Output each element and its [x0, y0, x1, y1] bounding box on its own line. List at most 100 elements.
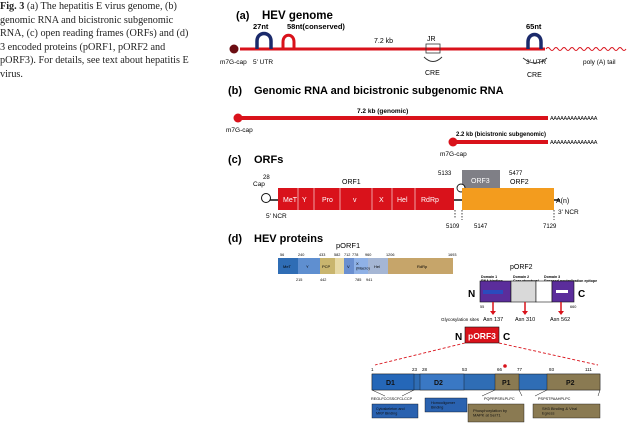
svg-text:Asn 310: Asn 310: [515, 317, 535, 323]
panel-c-letter: (c): [228, 154, 242, 166]
cap-dot: [229, 44, 239, 54]
orf1-domain-rdrp: RdRp: [421, 197, 439, 204]
caption-label: Fig. 3: [0, 1, 25, 12]
svg-text:X(Macro): X(Macro): [356, 261, 370, 271]
svg-text:MeT: MeT: [283, 264, 292, 269]
ncr3-label: 3' NCR: [558, 209, 579, 216]
function-box-sh3: [532, 403, 601, 419]
porf2-n: N: [468, 289, 475, 300]
function-box-phosphorylation: [467, 403, 525, 423]
n5147-label: 5147: [474, 224, 488, 230]
genome-cap-label: m7G-cap: [220, 59, 247, 66]
porf3-c: C: [503, 332, 510, 343]
orf3-bar: [462, 170, 500, 188]
orf1-domain-y: Y: [302, 197, 307, 204]
svg-text:1: 1: [371, 367, 374, 372]
svg-text:1693: 1693: [448, 253, 456, 257]
orf-cap-circle: [261, 193, 271, 203]
svg-text:785: 785: [355, 278, 361, 282]
jr-box: [425, 43, 441, 54]
panel-c: (c) ORFs Cap 28 5' NCR ORF1 MeT Y Pro v …: [228, 154, 579, 230]
panel-d-title: HEV proteins: [254, 233, 323, 245]
orf2-bar: [462, 188, 554, 210]
polya-label: poly (A) tail: [583, 59, 616, 66]
svg-text:93: 93: [549, 367, 555, 372]
panel-c-title: ORFs: [254, 154, 283, 166]
svg-text:Asn 562: Asn 562: [550, 317, 570, 323]
orf1-domains: MeT Y Pro v X Hel RdRp: [283, 197, 439, 204]
porf3-box: [464, 326, 500, 344]
genomic-label: 7.2 kb (genomic): [357, 108, 408, 115]
svg-text:77: 77: [517, 367, 523, 372]
subgenomic-label: 2.2 kb (bicistronic subgenomic): [456, 132, 546, 138]
porf2-label: pORF2: [510, 264, 533, 271]
n5133-label: 5133: [438, 171, 452, 177]
n7129-label: 7129: [543, 224, 557, 230]
svg-text:Hel: Hel: [374, 264, 380, 269]
svg-text:442: 442: [320, 278, 326, 282]
an-label: A(n): [556, 198, 569, 205]
svg-text:111: 111: [585, 367, 592, 372]
svg-text:941: 941: [366, 278, 372, 282]
porf1-label: pORF1: [336, 241, 360, 250]
svg-text:215: 215: [296, 278, 302, 282]
porf3-n: N: [455, 332, 462, 343]
cre-right-bracket: [522, 57, 548, 64]
orf1-domain-x: X: [379, 197, 384, 204]
orf2-label: ORF2: [510, 179, 529, 186]
genomic-cap-dot: [233, 113, 243, 123]
utr5-label: 5' UTR: [253, 59, 273, 66]
orf-cap-label: Cap: [253, 181, 265, 188]
subgenomic-cap-label: m7G-cap: [440, 151, 467, 158]
n5477-label: 5477: [509, 171, 523, 177]
svg-text:P1: P1: [502, 380, 511, 387]
glyco-sites: Asn 137 Asn 310 Asn 562: [483, 317, 570, 323]
orf1-domain-met: MeT: [283, 197, 298, 204]
polya-tail: [545, 47, 627, 51]
panel-d: (d) HEV proteins pORF1 56 240 433 582 71…: [228, 233, 601, 423]
panel-a-letter: (a): [236, 10, 250, 22]
orf1-domain-pro: Pro: [322, 197, 333, 204]
genomic-cap-label: m7G-cap: [226, 127, 253, 134]
panel-b: (b) Genomic RNA and bicistronic subgenom…: [226, 85, 598, 158]
jr-label: JR: [427, 36, 436, 43]
glyco-label: Glycosylation sites: [441, 317, 480, 322]
orf3-label: ORF3: [471, 178, 490, 185]
svg-text:433: 433: [319, 253, 325, 257]
svg-text:23: 23: [412, 367, 418, 372]
porf2-start: 55: [480, 305, 484, 309]
hairpin-65nt: [526, 32, 543, 49]
panel-b-letter: (b): [228, 85, 242, 97]
hairpin-27nt: [255, 31, 273, 49]
n5109-label: 5109: [446, 224, 460, 230]
svg-text:778: 778: [352, 253, 358, 257]
subgenomic-tail: AAAAAAAAAAAAAA: [550, 140, 598, 146]
svg-text:V: V: [347, 264, 350, 269]
orf1-domain-hel: Hel: [397, 197, 408, 204]
porf3-numbers: 1 23 28 53 66 77 93 111: [371, 367, 592, 372]
function-box-homooligomer: [424, 397, 468, 413]
svg-text:66: 66: [497, 367, 503, 372]
subgenomic-cap-dot: [448, 137, 458, 147]
svg-text:53: 53: [462, 367, 468, 372]
porf1-top-numbers: 56 240 433 582 712 778 960 1206 1693: [280, 253, 456, 257]
orf1-label: ORF1: [342, 179, 361, 186]
svg-text:RdRp: RdRp: [417, 264, 428, 269]
genomic-tail: AAAAAAAAAAAAAA: [550, 116, 598, 122]
nt27-label: 27nt: [253, 22, 269, 31]
porf1-bottom-numbers: 215 442 785 941: [296, 278, 372, 282]
svg-text:D2: D2: [434, 380, 443, 387]
function-box-cytoskeleton: [371, 403, 419, 419]
svg-text:Asn 137: Asn 137: [483, 317, 503, 323]
porf3-seq1: REGLFCCSSCFCLCCP: [371, 397, 413, 401]
svg-text:56: 56: [280, 253, 284, 257]
svg-text:D1: D1: [386, 380, 395, 387]
nt58-label: 58nt(conserved): [287, 22, 345, 31]
caption-text: (a) The hepatitis E virus genome, (b) ge…: [0, 1, 189, 80]
porf2-end: 660: [570, 305, 576, 309]
svg-text:960: 960: [365, 253, 371, 257]
